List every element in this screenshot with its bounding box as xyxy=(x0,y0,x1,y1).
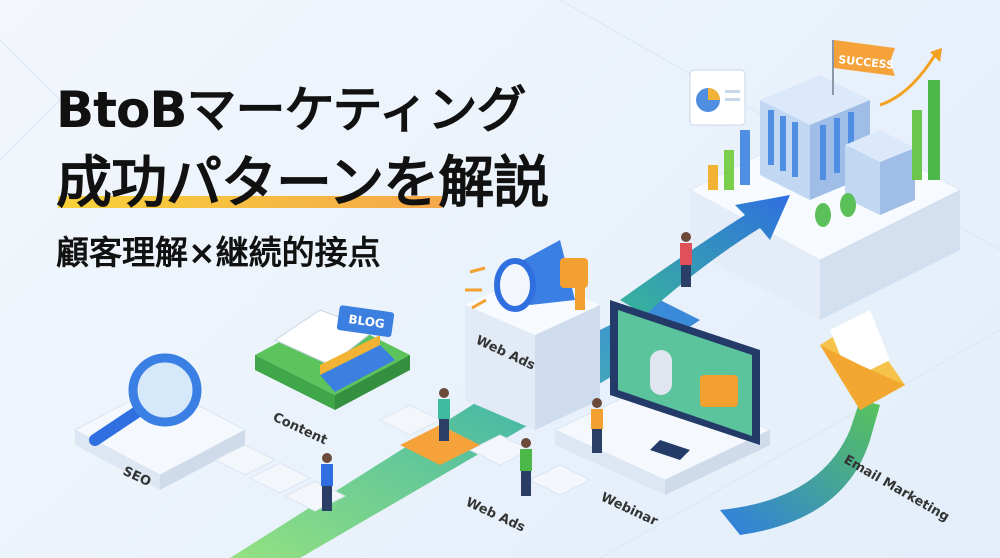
label-webinar: Webinar xyxy=(598,490,660,530)
label-email-marketing: Email Marketing xyxy=(841,452,952,525)
web-ads-tower xyxy=(465,240,600,430)
people xyxy=(321,232,692,511)
monitor-microphone-icon xyxy=(610,300,760,460)
svg-text:BLOG: BLOG xyxy=(348,312,386,331)
email-path xyxy=(720,400,880,535)
pie-chart-icon xyxy=(689,69,746,126)
highlight-underline xyxy=(58,196,442,208)
envelope-icon xyxy=(820,310,905,410)
headline-line2: 成功パターンを解説 xyxy=(56,151,549,216)
svg-text:SUCCESS: SUCCESS xyxy=(838,53,895,72)
subtitle: 顧客理解×継続的接点 xyxy=(56,233,381,272)
label-web-ads-bottom: Web Ads xyxy=(463,495,527,536)
bar-chart-icon xyxy=(708,48,942,190)
seo-platform xyxy=(73,353,247,490)
trees xyxy=(815,193,856,227)
megaphone-icon xyxy=(465,240,588,312)
success-flag: SUCCESS xyxy=(832,40,895,95)
magnifier-icon xyxy=(89,353,202,446)
headline-line1: BtoBマーケティング xyxy=(56,81,526,139)
label-content: Content xyxy=(270,410,329,448)
content-platform: BLOG xyxy=(255,305,410,410)
growth-arrow-icon xyxy=(620,195,790,315)
headline-line2-wrap: 成功パターンを解説 xyxy=(56,138,549,219)
webinar-platform xyxy=(553,300,772,495)
orange-block xyxy=(400,425,480,465)
